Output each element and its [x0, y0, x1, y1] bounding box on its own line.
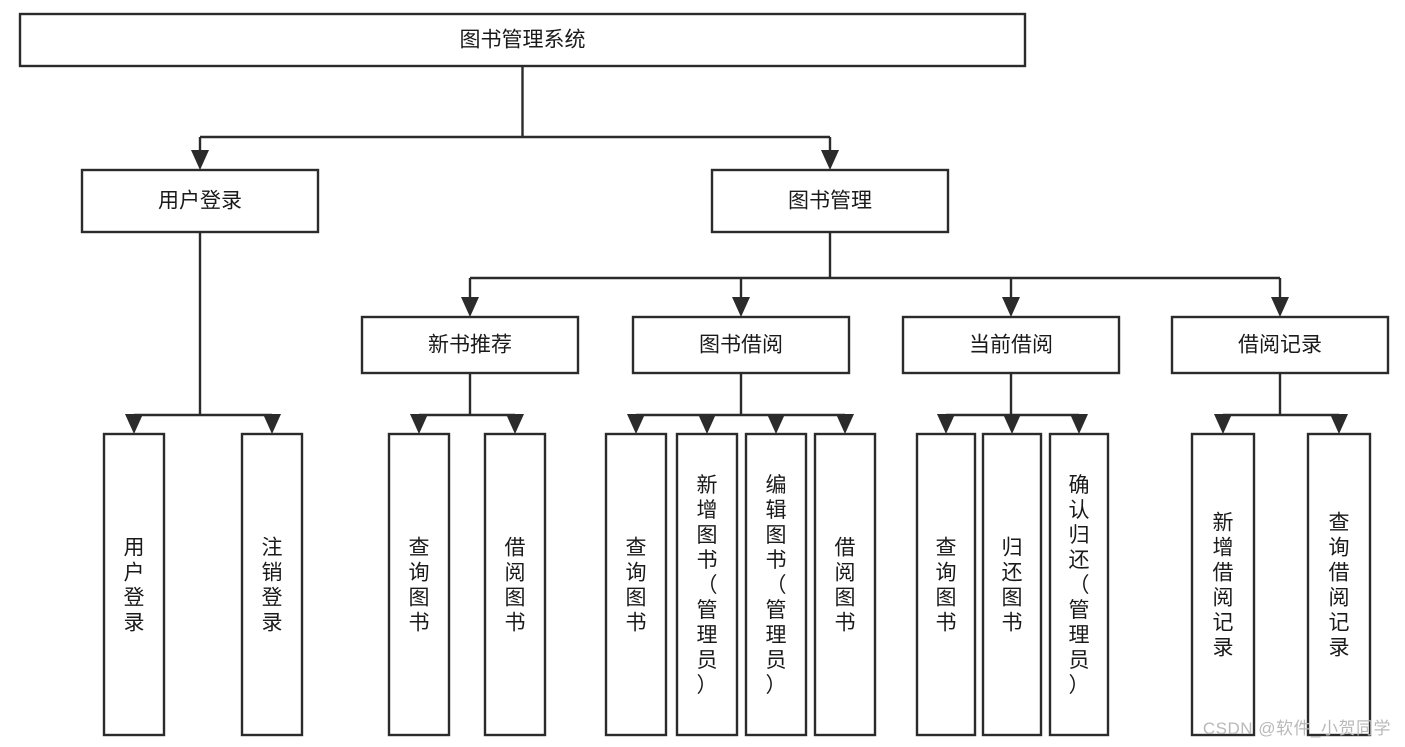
arrow-head-leaf-query-book-2	[627, 414, 645, 434]
node-new-book-recommend[interactable]: 新书推荐	[360, 315, 580, 375]
arrow-head-user-login	[191, 150, 209, 170]
node-current-borrow[interactable]: 当前借阅	[901, 315, 1121, 375]
node-leaf-borrow-book-1[interactable]: 借阅图书	[483, 432, 547, 737]
node-box-leaf-user-login	[102, 432, 166, 737]
connector-layer	[125, 66, 1348, 434]
arrow-head-leaf-return-book	[1003, 414, 1021, 434]
arrow-head-leaf-add-borrow-record	[1214, 414, 1232, 434]
node-label-leaf-borrow-book-2: 借阅图书	[835, 537, 856, 635]
node-box-new-book-recommend	[360, 315, 580, 375]
node-box-leaf-borrow-book-1	[483, 432, 547, 737]
edges-from-book-borrow	[627, 373, 854, 434]
arrow-head-leaf-logout-login	[263, 414, 281, 434]
node-root[interactable]: 图书管理系统	[18, 12, 1027, 68]
node-box-book-manage	[710, 168, 950, 234]
node-leaf-query-book-1[interactable]: 查询图书	[387, 432, 451, 737]
edges-from-new-book-recommend	[410, 373, 524, 434]
node-leaf-add-borrow-record[interactable]: 新增借阅记录	[1190, 432, 1256, 737]
node-leaf-return-book[interactable]: 归还图书	[981, 432, 1043, 737]
node-leaf-query-borrow-record[interactable]: 查询借阅记录	[1306, 432, 1372, 737]
arrow-head-leaf-borrow-book-1	[506, 414, 524, 434]
node-box-current-borrow	[901, 315, 1121, 375]
node-label-user-login: 用户登录	[158, 190, 242, 213]
node-label-book-manage: 图书管理	[788, 190, 872, 213]
node-label-leaf-logout-login: 注销登录	[262, 537, 283, 635]
node-book-manage[interactable]: 图书管理	[710, 168, 950, 234]
edges-from-current-borrow	[937, 373, 1088, 434]
node-borrow-record[interactable]: 借阅记录	[1170, 315, 1390, 375]
node-leaf-confirm-return[interactable]: 确认归还（管理员）	[1048, 432, 1110, 737]
node-label-root: 图书管理系统	[460, 29, 586, 52]
node-label-leaf-query-book-1: 查询图书	[409, 537, 430, 635]
arrow-head-new-book-recommend	[461, 297, 479, 317]
node-leaf-user-login[interactable]: 用户登录	[102, 432, 166, 737]
node-box-leaf-query-book-2	[604, 432, 668, 737]
node-label-leaf-edit-book: 编辑图书（管理员）	[766, 474, 787, 697]
arrow-head-leaf-edit-book	[767, 414, 785, 434]
node-label-leaf-add-book: 新增图书（管理员）	[697, 474, 718, 697]
arrow-head-leaf-borrow-book-2	[836, 414, 854, 434]
node-label-leaf-query-book-2: 查询图书	[626, 537, 647, 635]
node-box-leaf-logout-login	[240, 432, 304, 737]
node-leaf-query-book-2[interactable]: 查询图书	[604, 432, 668, 737]
node-leaf-logout-login[interactable]: 注销登录	[240, 432, 304, 737]
node-label-new-book-recommend: 新书推荐	[428, 334, 512, 357]
node-label-current-borrow: 当前借阅	[969, 334, 1053, 357]
node-box-leaf-borrow-book-2	[813, 432, 877, 737]
edges-from-borrow-record	[1214, 373, 1348, 434]
node-box-borrow-record	[1170, 315, 1390, 375]
node-user-login[interactable]: 用户登录	[80, 168, 320, 234]
node-box-leaf-return-book	[981, 432, 1043, 737]
node-box-leaf-query-borrow-record	[1306, 432, 1372, 737]
node-box-book-borrow	[631, 315, 851, 375]
node-book-borrow[interactable]: 图书借阅	[631, 315, 851, 375]
node-label-book-borrow: 图书借阅	[699, 334, 783, 357]
edges-from-root	[191, 66, 839, 170]
arrow-head-leaf-query-book-3	[937, 414, 955, 434]
node-box-user-login	[80, 168, 320, 234]
node-label-leaf-return-book: 归还图书	[1002, 537, 1023, 635]
arrow-head-book-manage	[821, 150, 839, 170]
node-label-leaf-query-borrow-record: 查询借阅记录	[1329, 512, 1350, 660]
node-label-leaf-add-borrow-record: 新增借阅记录	[1213, 512, 1234, 660]
node-box-leaf-confirm-return	[1048, 432, 1110, 737]
arrow-head-book-borrow	[732, 297, 750, 317]
node-label-borrow-record: 借阅记录	[1238, 334, 1322, 357]
node-leaf-add-book[interactable]: 新增图书（管理员）	[675, 432, 739, 737]
node-box-leaf-query-book-3	[915, 432, 977, 737]
node-box-leaf-edit-book	[744, 432, 808, 737]
node-label-leaf-borrow-book-1: 借阅图书	[505, 537, 526, 635]
node-box-root	[18, 12, 1027, 68]
arrow-head-current-borrow	[1002, 297, 1020, 317]
node-label-leaf-user-login: 用户登录	[124, 537, 145, 635]
node-box-leaf-add-borrow-record	[1190, 432, 1256, 737]
arrow-head-borrow-record	[1271, 297, 1289, 317]
node-leaf-edit-book[interactable]: 编辑图书（管理员）	[744, 432, 808, 737]
node-label-leaf-confirm-return: 确认归还（管理员）	[1069, 474, 1090, 697]
arrow-head-leaf-confirm-return	[1070, 414, 1088, 434]
arrow-head-leaf-user-login	[125, 414, 143, 434]
arrow-head-leaf-add-book	[698, 414, 716, 434]
arrow-head-leaf-query-borrow-record	[1330, 414, 1348, 434]
node-box-leaf-query-book-1	[387, 432, 451, 737]
node-layer: 图书管理系统用户登录图书管理新书推荐图书借阅当前借阅借阅记录用户登录注销登录查询…	[18, 12, 1390, 737]
arrow-head-leaf-query-book-1	[410, 414, 428, 434]
edges-from-book-manage	[461, 232, 1289, 317]
node-label-leaf-query-book-3: 查询图书	[936, 537, 957, 635]
edges-from-user-login	[125, 232, 281, 434]
node-leaf-query-book-3[interactable]: 查询图书	[915, 432, 977, 737]
node-leaf-borrow-book-2[interactable]: 借阅图书	[813, 432, 877, 737]
node-box-leaf-add-book	[675, 432, 739, 737]
